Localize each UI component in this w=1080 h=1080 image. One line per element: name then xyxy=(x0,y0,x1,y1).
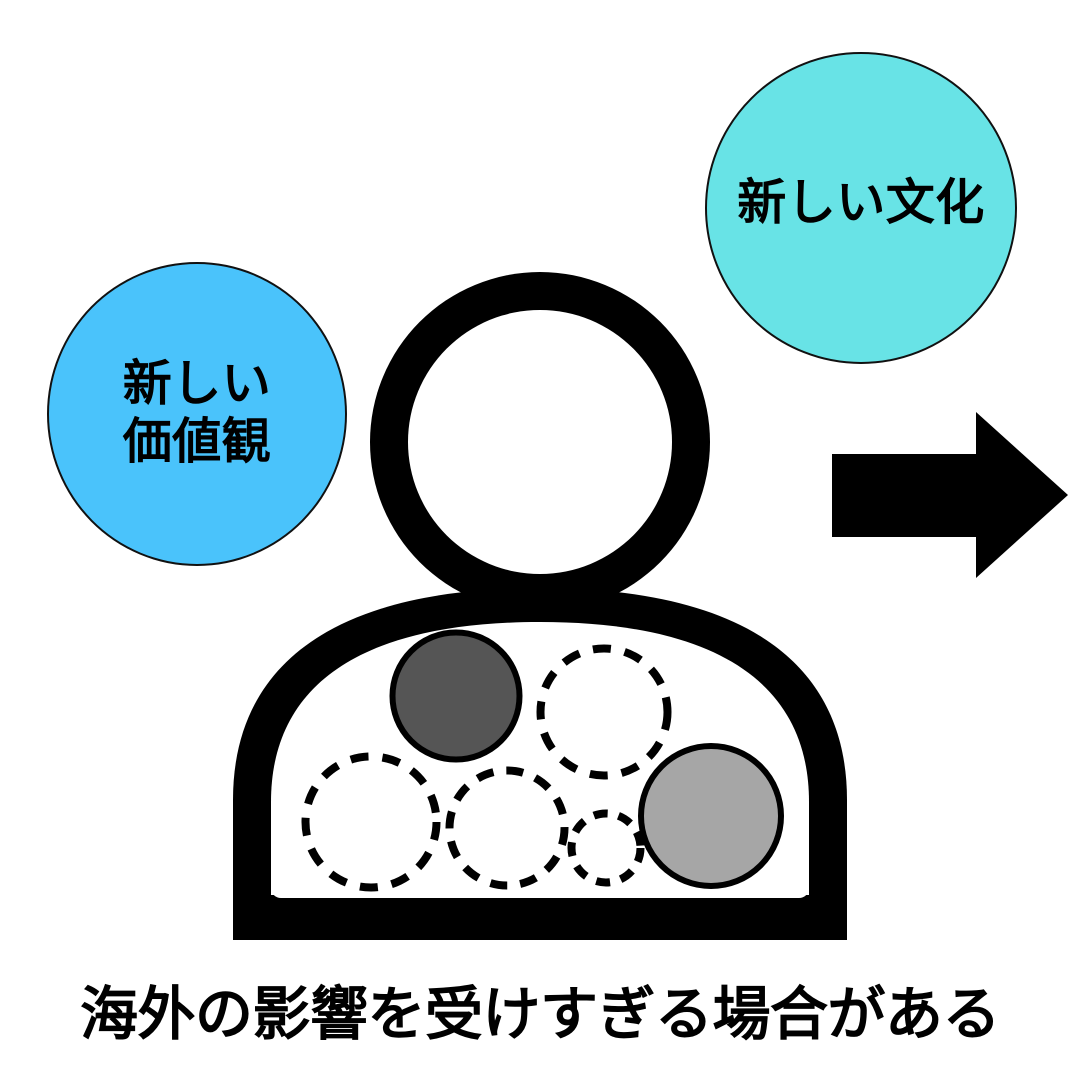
person-torso-outline xyxy=(233,588,847,940)
circle-dashed-upper-right xyxy=(536,644,672,780)
bubble-new-values[interactable]: 新しい 価値観 xyxy=(47,262,347,566)
person-head-inner xyxy=(408,310,672,574)
circle-filled-dark xyxy=(389,629,523,763)
person-head-outer xyxy=(370,272,710,612)
bubble-new-culture[interactable]: 新しい文化 xyxy=(705,52,1017,364)
circle-dashed-small xyxy=(567,809,645,887)
circle-dashed-lower-mid xyxy=(445,766,569,890)
bubble-new-values-label: 新しい 価値観 xyxy=(122,357,272,469)
arrow-right-icon xyxy=(832,412,1068,578)
circle-filled-gray xyxy=(638,743,784,889)
circle-dashed-lower-left xyxy=(301,752,441,892)
caption-text: 海外の影響を受けすぎる場合がある xyxy=(79,982,1001,1047)
bubble-new-culture-label: 新しい文化 xyxy=(737,176,985,231)
person-torso-base xyxy=(233,895,847,940)
person-torso-base-inner xyxy=(271,872,809,898)
person-torso-inner xyxy=(271,622,809,905)
